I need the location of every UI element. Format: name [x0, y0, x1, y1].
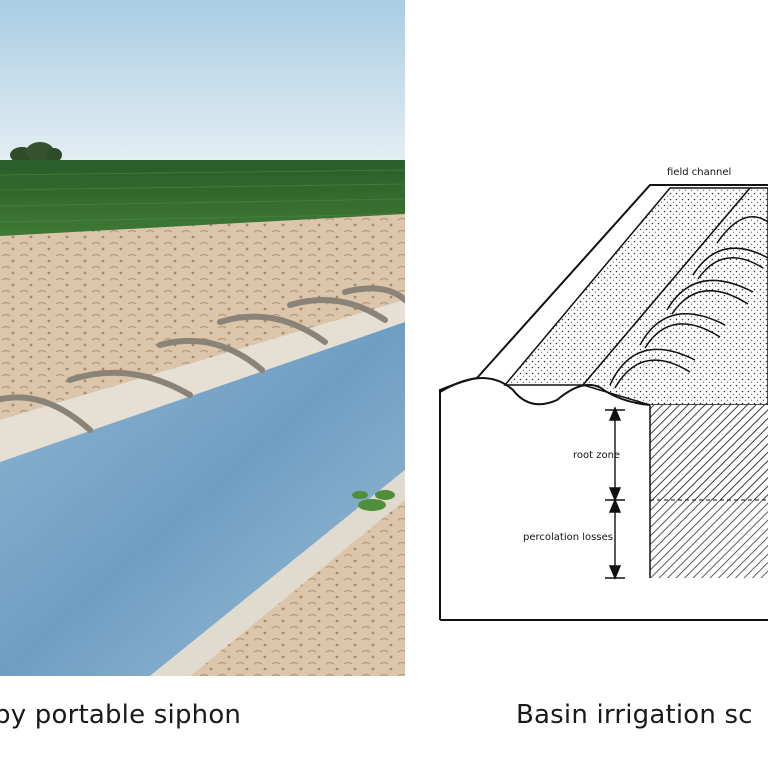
siphon-tubes: [0, 285, 405, 433]
soil-bank: [0, 214, 405, 420]
canal-photo: [0, 0, 405, 676]
depth-arrows: [605, 406, 625, 580]
sky: [0, 0, 405, 162]
label-percolation-losses: percolation losses: [523, 532, 613, 543]
diagram-siphons: [609, 216, 768, 389]
weed: [352, 490, 395, 511]
label-root-zone: root zone: [573, 450, 620, 461]
root-zone-hatch: [650, 405, 768, 500]
basin-surface: [581, 187, 768, 406]
caption-right: Basin irrigation sc: [516, 700, 753, 730]
canal-far-wall: [150, 470, 405, 676]
channel-profile: [439, 377, 651, 406]
caption-left: by portable siphon: [0, 700, 242, 730]
label-field-channel: field channel: [667, 167, 731, 178]
canal-concrete-lip: [0, 300, 405, 462]
tree-line: [10, 142, 62, 163]
percolation-hatch: [650, 500, 768, 578]
soil-foreground: [190, 500, 405, 676]
canal-water: [0, 322, 405, 676]
basin-irrigation-diagram: field channel root zone percolation loss…: [439, 167, 768, 621]
